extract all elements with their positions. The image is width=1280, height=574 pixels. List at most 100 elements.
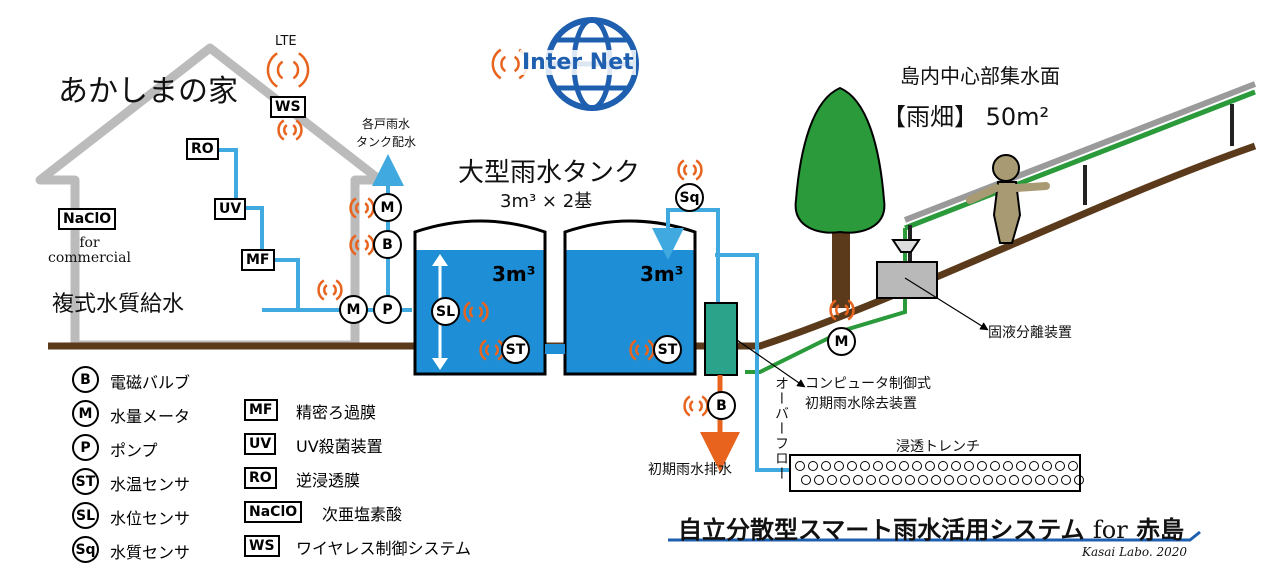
legend-badge: UV <box>244 433 277 455</box>
multi-supply-label: 複式水質給水 <box>52 292 185 317</box>
trench-hole <box>879 475 889 485</box>
trench-hole <box>1016 461 1026 471</box>
trench-hole <box>990 461 1000 471</box>
legend-label: 水温センサ <box>110 475 191 494</box>
trench-hole <box>931 475 941 485</box>
legend-badge: MF <box>244 399 278 421</box>
trench-hole <box>892 475 902 485</box>
legend-symbol: P <box>72 434 99 461</box>
trench-hole <box>977 461 987 471</box>
nacio-for-label: for commercial <box>48 235 131 266</box>
trench-hole <box>925 461 935 471</box>
house-outline <box>35 43 385 350</box>
legend-symbol: SL <box>72 502 99 529</box>
legend-label: 水質センサ <box>110 543 191 562</box>
signal-arc <box>266 52 278 88</box>
signal-arc <box>295 119 303 141</box>
trench-hole <box>795 461 805 471</box>
tree-trunk <box>832 220 850 308</box>
house-title: あかしまの家 <box>58 74 238 109</box>
signal-arc <box>349 197 357 219</box>
trench-hole <box>1029 461 1039 471</box>
trench-hole <box>912 461 922 471</box>
controller-label-2: 初期雨水除去装置 <box>805 396 917 412</box>
legend-badge: NaClO <box>244 501 303 523</box>
solid-separator-label: 固液分離装置 <box>988 325 1072 341</box>
level-sensor-symbol: SL <box>431 297 460 326</box>
trench <box>789 454 1081 492</box>
legend-label: 水位センサ <box>110 509 191 528</box>
signal-arc <box>683 395 691 417</box>
meter-symbol: M <box>373 193 402 222</box>
signal-arc <box>689 400 694 412</box>
pump-symbol: P <box>373 295 402 324</box>
trench-hole <box>821 461 831 471</box>
legend-label: 電磁バルブ <box>110 373 191 392</box>
person-figure <box>966 154 1050 244</box>
tank-1-volume: 3m³ <box>492 262 536 286</box>
legend-label: 逆浸透膜 <box>296 471 361 490</box>
trench-hole <box>957 475 967 485</box>
signal-arc <box>317 279 325 301</box>
system-title: 自立分散型スマート雨水活用システム for 赤島 <box>678 510 1184 545</box>
legend-symbol: B <box>72 366 99 393</box>
signal-arc <box>349 234 357 256</box>
signal-arc <box>635 344 640 356</box>
legend-label: ポンプ <box>110 441 158 460</box>
legend-symbol: M <box>72 400 99 427</box>
trench-hole <box>860 461 870 471</box>
funnel <box>891 239 921 253</box>
signal-arc <box>335 279 343 301</box>
signal-arc <box>364 239 369 251</box>
controller-label-1: コンピュータ制御式 <box>805 376 931 392</box>
trench-hole <box>1035 475 1045 485</box>
signal-arc <box>494 344 499 356</box>
legend-label: 次亜塩素酸 <box>322 505 403 524</box>
level-arrow-head <box>432 254 448 370</box>
trench-hole <box>944 475 954 485</box>
signal-arc <box>283 124 288 136</box>
legend-symbol: ST <box>72 468 99 495</box>
signal-arc <box>835 304 840 316</box>
legend-label: 精密ろ過膜 <box>296 403 377 422</box>
signal-arc <box>481 301 489 323</box>
area-label-2: 【雨畑】 50m² <box>882 103 1050 131</box>
trench-hole <box>1042 461 1052 471</box>
legend-symbol: Sq <box>72 536 99 563</box>
signal-arc <box>323 284 328 296</box>
signal-arc <box>677 159 685 181</box>
trench-hole <box>827 475 837 485</box>
legend-label: 水量メータ <box>110 407 191 426</box>
legend-label: UV殺菌装置 <box>296 437 383 456</box>
trench-hole <box>1055 461 1065 471</box>
trench-hole <box>983 475 993 485</box>
trench-label: 浸透トレンチ <box>896 439 980 455</box>
trench-hole <box>1009 475 1019 485</box>
trench-hole <box>873 461 883 471</box>
trench-hole <box>847 461 857 471</box>
lte-label: LTE <box>275 34 297 49</box>
title-underline <box>668 530 1201 542</box>
legend-badge: RO <box>244 467 277 489</box>
signal-arc <box>469 306 474 318</box>
quality-sensor-symbol: Sq <box>675 183 704 212</box>
signal-arc <box>478 306 483 318</box>
tank-title: 大型雨水タンク <box>458 158 641 188</box>
meter-symbol: M <box>339 295 368 324</box>
ro-badge: RO <box>186 138 219 160</box>
overflow-label: オーバーフロー <box>773 376 789 481</box>
trench-hole <box>970 475 980 485</box>
signal-arc <box>500 55 507 73</box>
internet-logo-text: Inter Net <box>520 50 636 75</box>
green-pipe <box>745 298 907 374</box>
controller-pointer <box>736 339 806 388</box>
separator-pointer <box>904 277 989 331</box>
trench-hole <box>808 461 818 471</box>
house-pipe <box>213 148 300 312</box>
signal-arc <box>332 284 337 296</box>
signal-arc <box>513 55 520 73</box>
trench-hole <box>886 461 896 471</box>
signal-arc <box>355 202 360 214</box>
